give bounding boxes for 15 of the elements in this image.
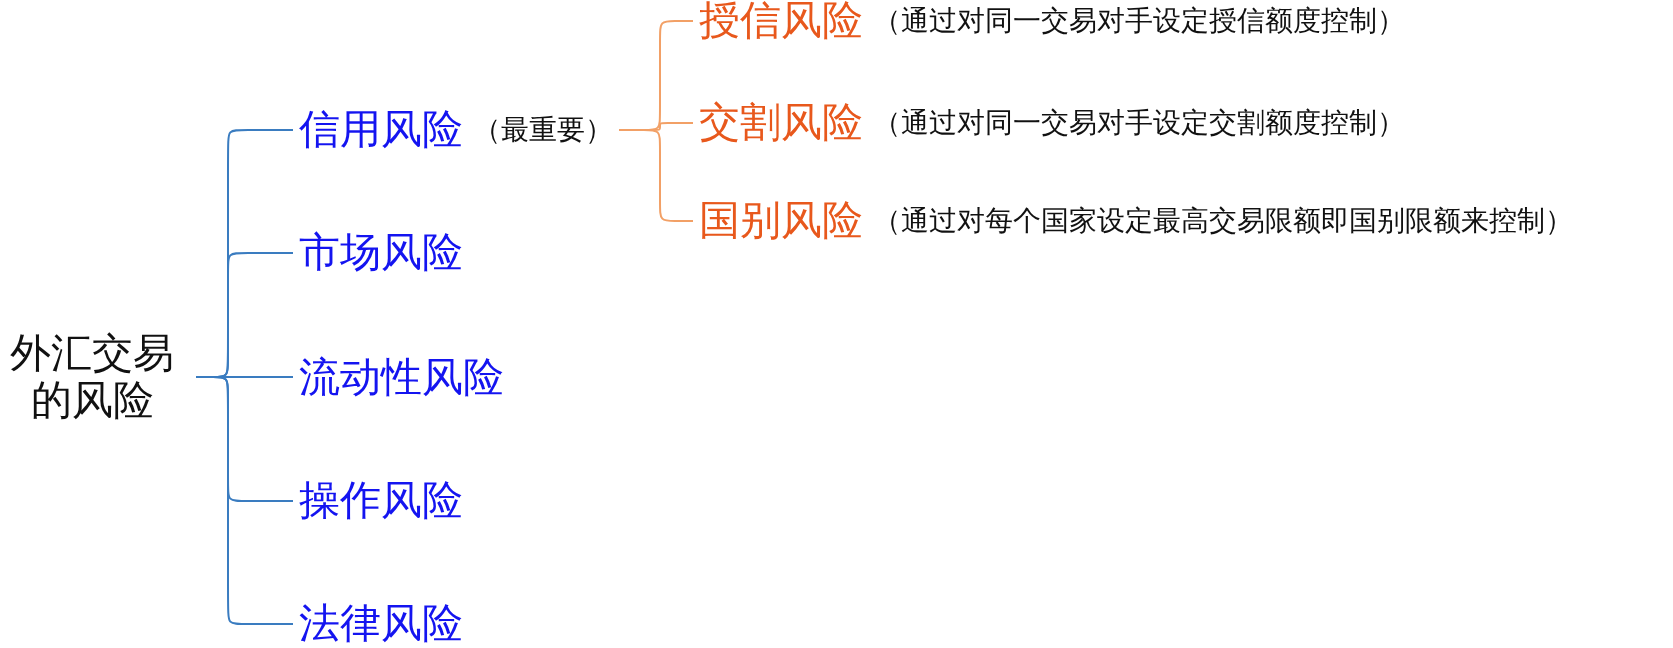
note-text: （最重要） <box>473 112 613 148</box>
subcategory-label: 国别风险 <box>699 197 863 245</box>
subcategory-label: 交割风险 <box>699 99 863 147</box>
category-label: 流动性风险 <box>299 354 504 402</box>
category-label: 法律风险 <box>299 600 463 648</box>
note-text: （通过对每个国家设定最高交易限额即国别限额来控制） <box>873 203 1573 239</box>
root-topic: 外汇交易的风险 <box>8 329 177 425</box>
category-label: 操作风险 <box>299 477 463 525</box>
brace-connector <box>195 376 294 625</box>
category-label: 市场风险 <box>299 229 463 277</box>
note-text: （通过对同一交易对手设定授信额度控制） <box>873 3 1405 39</box>
category-label: 信用风险 <box>299 106 463 154</box>
brace-connector <box>618 129 694 222</box>
note-text: （通过对同一交易对手设定交割额度控制） <box>873 105 1405 141</box>
subcategory-label: 授信风险 <box>699 0 863 45</box>
